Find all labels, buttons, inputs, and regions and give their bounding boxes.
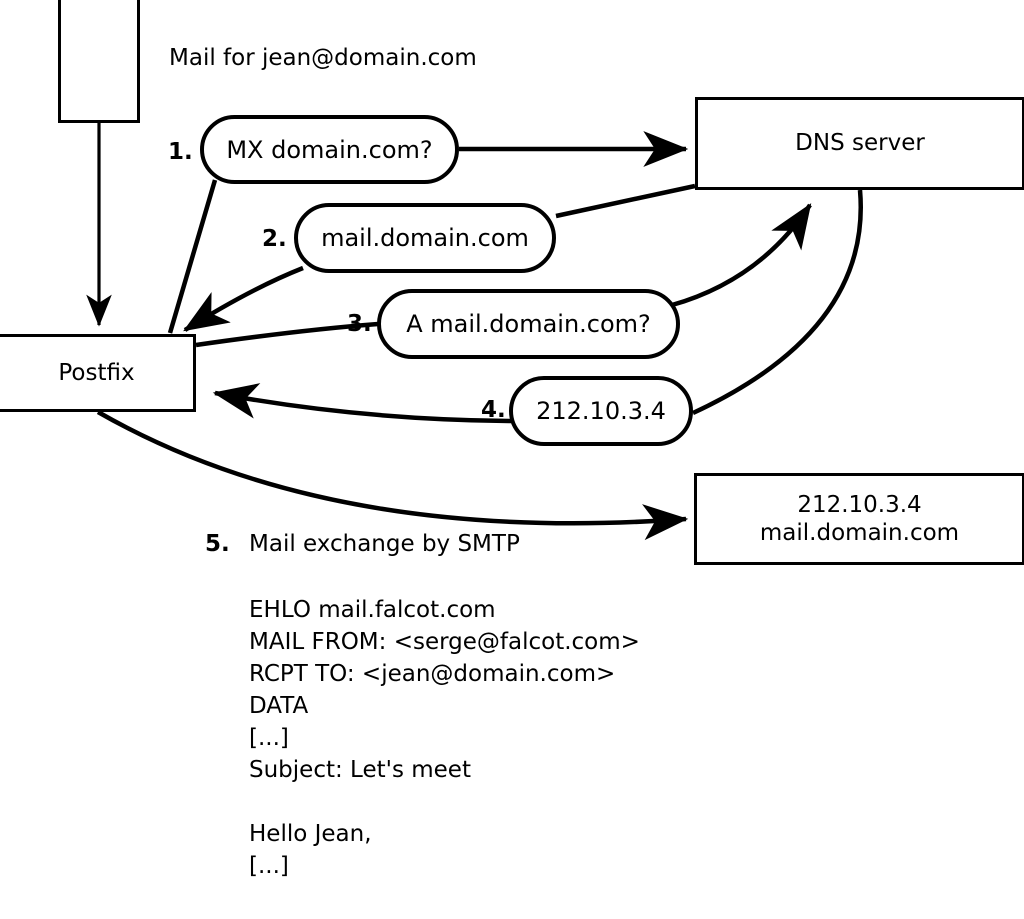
node-dns-server-box[interactable]: DNS server — [695, 97, 1024, 190]
bubble-step-2-text: mail.domain.com — [321, 224, 529, 252]
bubble-step-4-a-answer[interactable]: 212.10.3.4 — [509, 376, 693, 446]
node-dns-server-label: DNS server — [795, 130, 925, 157]
edge-step2-to-postfix — [183, 265, 304, 332]
bubble-step-4-text: 212.10.3.4 — [536, 397, 666, 425]
node-postfix-box[interactable]: Postfix — [0, 334, 196, 412]
node-target-host-label: mail.domain.com — [759, 520, 960, 546]
smtp-transcript-line: MAIL FROM: <serge@falcot.com> — [249, 629, 640, 655]
smtp-transcript-line: DATA — [249, 693, 309, 719]
smtp-transcript-line — [249, 786, 640, 818]
bubble-step-3-a-query[interactable]: A mail.domain.com? — [377, 289, 680, 359]
edge-dns-to-step4 — [692, 189, 863, 416]
edge-step3-to-dns — [671, 203, 812, 308]
smtp-transcript-line: [...] — [249, 853, 289, 879]
smtp-transcript-line: [...] — [249, 725, 289, 751]
step-number-5: 5. — [205, 531, 230, 557]
smtp-transcript-line: EHLO mail.falcot.com — [249, 597, 496, 623]
node-postfix-label: Postfix — [58, 359, 135, 386]
bubble-step-1-mx-query[interactable]: MX domain.com? — [200, 115, 459, 184]
smtp-transcript-line: Hello Jean, — [249, 821, 372, 847]
node-client-box[interactable] — [58, 0, 140, 123]
step-number-4: 4. — [481, 397, 506, 423]
edge-step1-tail — [167, 179, 218, 334]
bubble-step-3-text: A mail.domain.com? — [406, 310, 651, 338]
step-number-1: 1. — [168, 139, 193, 165]
bubble-step-2-mx-answer[interactable]: mail.domain.com — [294, 203, 556, 273]
step-5-description: Mail exchange by SMTP — [249, 531, 520, 557]
bubble-step-1-text: MX domain.com? — [226, 135, 433, 164]
step-number-3: 3. — [347, 311, 372, 337]
smtp-transcript-line: Subject: Let's meet — [249, 757, 471, 783]
node-target-ip-label: 212.10.3.4 — [797, 491, 922, 518]
step-number-2: 2. — [262, 226, 287, 252]
smtp-transcript-line — [249, 882, 640, 914]
smtp-transcript-line: . — [249, 914, 640, 919]
node-target-mailserver-box[interactable]: 212.10.3.4 mail.domain.com — [694, 473, 1024, 565]
incoming-mail-label: Mail for jean@domain.com — [169, 45, 477, 71]
smtp-transcript-line: RCPT TO: <jean@domain.com> — [249, 661, 616, 687]
edge-step4-to-postfix — [212, 383, 513, 424]
edge-dns-to-step2 — [555, 183, 696, 219]
